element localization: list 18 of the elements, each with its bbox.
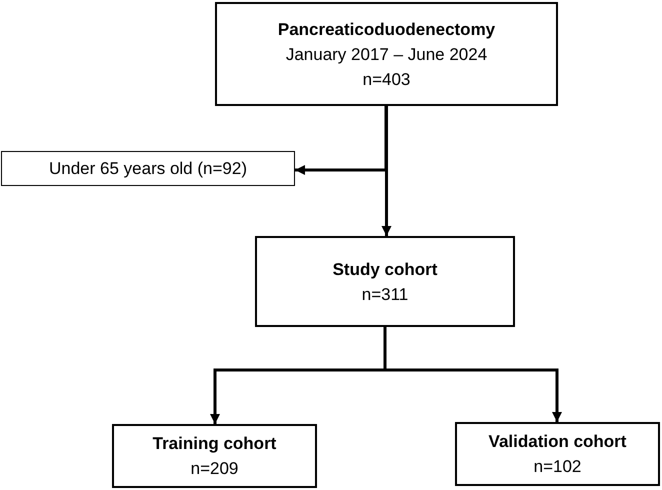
box-text: January 2017 – June 2024 xyxy=(286,44,488,66)
box-text: n=403 xyxy=(362,68,410,90)
box-text: n=102 xyxy=(534,456,582,478)
arrow xyxy=(295,106,388,175)
process-box xyxy=(112,424,317,488)
arrow xyxy=(382,106,392,236)
box-text: Under 65 years old (n=92) xyxy=(49,158,247,180)
arrow xyxy=(384,327,562,422)
box-text: n=311 xyxy=(362,284,408,306)
process-box xyxy=(1,151,295,186)
box-heading: Study cohort xyxy=(332,258,438,280)
process-box xyxy=(215,2,558,106)
process-box xyxy=(255,236,515,327)
box-heading: Training cohort xyxy=(152,433,276,455)
box-text: n=209 xyxy=(190,458,238,480)
box-heading: Validation cohort xyxy=(488,431,626,453)
process-box xyxy=(455,422,660,486)
box-heading: Pancreaticoduodenectomy xyxy=(278,18,496,40)
